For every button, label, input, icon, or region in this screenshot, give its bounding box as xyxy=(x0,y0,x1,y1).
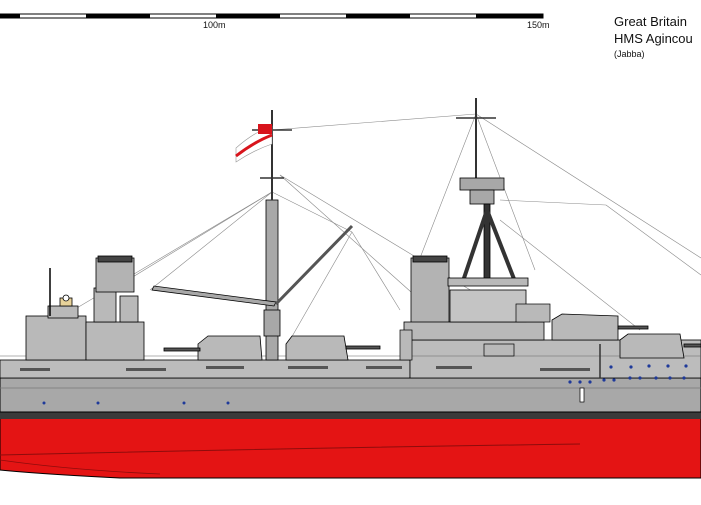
bridge-structure xyxy=(25,268,145,361)
caption-author: (Jabba) xyxy=(614,49,645,59)
scale-bar xyxy=(0,13,544,19)
aft-superstructure xyxy=(399,303,601,403)
forward-funnel xyxy=(95,255,135,293)
white-ensign-flag xyxy=(235,124,273,163)
tripod-mast xyxy=(447,98,529,323)
aft-funnel xyxy=(403,255,545,341)
main-turrets xyxy=(163,313,701,361)
caption-ship-name: HMS Agincou xyxy=(614,31,693,46)
lower-hull xyxy=(0,411,701,479)
scale-label-100m: 100m xyxy=(203,20,226,30)
rigging xyxy=(59,113,701,341)
caption-country: Great Britain xyxy=(614,14,687,29)
portholes xyxy=(42,325,688,405)
scale-label-150m: 150m xyxy=(527,20,550,30)
